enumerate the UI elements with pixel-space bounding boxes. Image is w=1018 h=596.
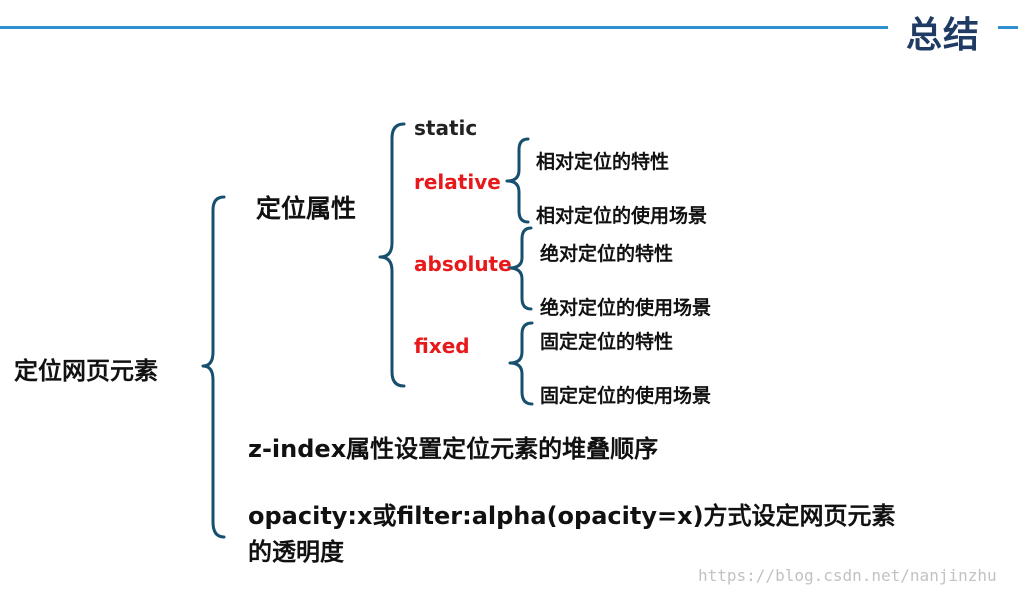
- root-brace: [201, 195, 226, 539]
- static-label: static: [414, 116, 478, 140]
- fixed-brace: [508, 321, 534, 406]
- relative-feature: 相对定位的特性: [536, 151, 670, 173]
- fixed-label: fixed: [414, 334, 470, 358]
- relative-brace: [505, 137, 530, 224]
- positioning-label: 定位属性: [256, 194, 357, 223]
- absolute-brace: [507, 226, 533, 311]
- header-rule-left: [0, 26, 888, 29]
- absolute-usage: 绝对定位的使用场景: [540, 297, 712, 319]
- absolute-feature: 绝对定位的特性: [540, 243, 674, 265]
- root-label: 定位网页元素: [14, 357, 158, 385]
- positioning-brace: [378, 122, 406, 388]
- opacity-summary-line2: 的透明度: [248, 538, 344, 566]
- zindex-summary: z-index属性设置定位元素的堆叠顺序: [248, 435, 659, 463]
- header-rule-right: [998, 26, 1018, 29]
- page-title: 总结: [906, 15, 981, 56]
- fixed-feature: 固定定位的特性: [540, 331, 674, 353]
- fixed-usage: 固定定位的使用场景: [540, 385, 712, 407]
- relative-usage: 相对定位的使用场景: [536, 205, 708, 227]
- absolute-label: absolute: [414, 252, 512, 276]
- watermark: https://blog.csdn.net/nanjinzhu: [698, 566, 997, 585]
- opacity-summary-line1: opacity:x或filter:alpha(opacity=x)方式设定网页元…: [248, 502, 896, 530]
- relative-label: relative: [414, 170, 501, 194]
